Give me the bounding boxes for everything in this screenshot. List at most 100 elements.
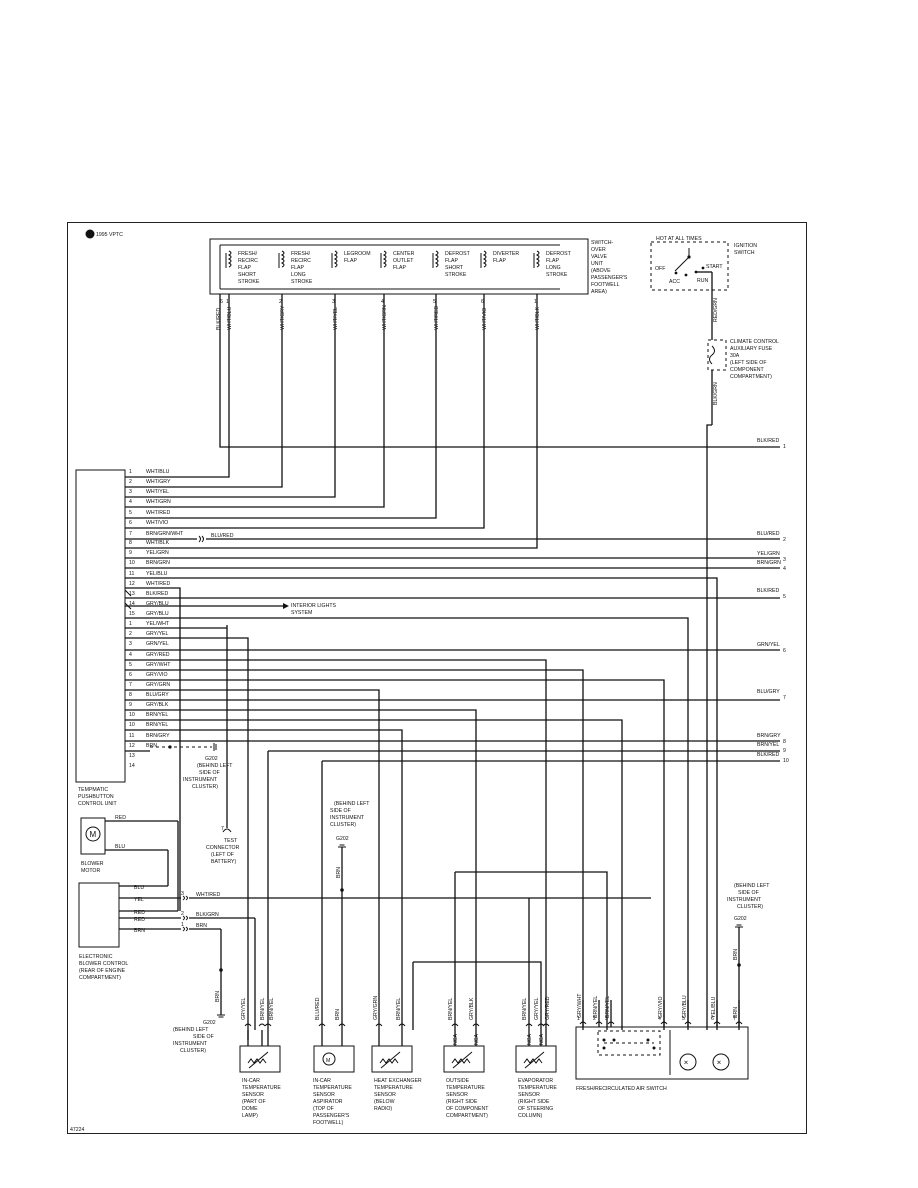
switch-wire-label: BRN/YEL bbox=[605, 996, 611, 1018]
sensor-connector bbox=[451, 1023, 459, 1027]
sensor-pin-nca: NCA bbox=[527, 1034, 533, 1045]
blower-control-label: ELECTRONIC BLOWER CONTROL (REAR OF ENGIN… bbox=[79, 954, 130, 981]
svg-text:✕: ✕ bbox=[684, 1061, 689, 1067]
sensor-label-2: IN-CAR bbox=[313, 1078, 331, 1084]
conn2-wire: GRN/YEL bbox=[146, 641, 169, 647]
right-edge-wire: BLK/RED bbox=[757, 752, 779, 758]
ignition-hot-box bbox=[650, 241, 729, 291]
sensor-pin-nca: NCA bbox=[474, 1034, 480, 1045]
pin-mark bbox=[124, 602, 132, 610]
sensor-wire-label: BRN/YEL bbox=[522, 998, 528, 1020]
conn1-wire: BLK/RED bbox=[146, 591, 168, 597]
blower-assembly: M BLOWER MOTOR RED BLU ELECTRONIC BLOWER… bbox=[78, 815, 651, 1054]
sensor-label-1: SENSOR bbox=[242, 1092, 264, 1098]
fuse-out-run bbox=[706, 424, 712, 1030]
mid-ground-wire: BRN bbox=[336, 867, 342, 878]
flap-coil-icon bbox=[434, 250, 439, 268]
mid-ground-note: (BEHIND LEFT SIDE OF INSTRUMENT CLUSTER) bbox=[330, 801, 371, 828]
flap-label-6: FLAP bbox=[493, 258, 507, 264]
test-connector-pin: 7 bbox=[221, 826, 224, 832]
conn2-wire: GRY/VIO bbox=[146, 672, 168, 678]
right-edge-num: 5 bbox=[783, 594, 786, 600]
flap-wire-5: WHT/RED bbox=[434, 306, 440, 330]
right-edge-wire: BLU/RED bbox=[757, 531, 780, 537]
conn2-pin: 10 bbox=[129, 722, 135, 728]
sensor-wire-label: BLU/RED bbox=[315, 997, 321, 1020]
thermistor-icon bbox=[523, 1058, 543, 1064]
ignition-pos-acc: ACC bbox=[669, 279, 680, 285]
flap-coil-icon bbox=[227, 250, 232, 268]
conn1-pin: 10 bbox=[129, 560, 135, 566]
blower-motor-wire-red: RED bbox=[115, 815, 126, 821]
conn1-pin: 11 bbox=[129, 571, 134, 577]
sensor-label-2: PASSENGER'S bbox=[313, 1113, 350, 1119]
conn1-pin: 7 bbox=[129, 531, 132, 537]
gry-blu-run bbox=[125, 617, 689, 1030]
valve-common-wire-run bbox=[219, 294, 780, 448]
switch-pin: 1 bbox=[577, 1016, 580, 1022]
right-ground: (BEHIND LEFT SIDE OF INSTRUMENT CLUSTER)… bbox=[727, 883, 770, 1030]
ignition-caption: HOT AT ALL TIMES bbox=[656, 236, 702, 242]
conn2-wire: BLU/GRY bbox=[146, 692, 169, 698]
sensor-connector bbox=[525, 1023, 533, 1027]
conn2-wire: YEL/WHT bbox=[146, 621, 170, 627]
flap-coil-icon bbox=[280, 250, 285, 268]
g202-cluster-name: G202 bbox=[205, 756, 218, 762]
conn1-wire: WHT/BLU bbox=[146, 469, 170, 475]
sensor-label-2: (TOP OF bbox=[313, 1106, 334, 1112]
sensor-wire-label: GRY/BLK bbox=[469, 997, 475, 1020]
sensor-connector bbox=[375, 1023, 383, 1027]
wht-red-run bbox=[125, 587, 181, 911]
flap-label-7: DEFROST bbox=[546, 251, 572, 257]
conn1-pin: 9 bbox=[129, 550, 132, 556]
sensor-wire-label: GRY/GRN bbox=[373, 996, 379, 1020]
brn-yel-run-2 bbox=[125, 729, 403, 1030]
blower-motor-label: BLOWER MOTOR bbox=[81, 861, 105, 874]
conn2-pin: 8 bbox=[129, 692, 132, 698]
blu-red-label: BLU/RED bbox=[211, 533, 234, 539]
sensor-label-5: EVAPORATOR bbox=[518, 1078, 553, 1084]
right-edge-wire: YEL/GRN bbox=[757, 551, 780, 557]
switch-pin: 7 bbox=[733, 1016, 736, 1022]
climate-fuse: RED/GRN CLIMATE CONTROL AUXILIARY FUSE 3… bbox=[707, 298, 779, 425]
fresh-recirc-switch: ✕ ✕ FRESH/RECIRCULATED AIR SWITCH GRY/WH… bbox=[575, 993, 749, 1092]
sensor-label-2: TEMPERATURE bbox=[313, 1085, 352, 1091]
conn1-wire: WHT/VIO bbox=[146, 520, 168, 526]
switch-connector bbox=[595, 1021, 603, 1025]
flap-label-5: FLAP bbox=[445, 258, 459, 264]
conn2-pin: 11 bbox=[129, 733, 134, 739]
switch-connector bbox=[660, 1021, 668, 1025]
conn1-wire: WHT/RED bbox=[146, 510, 170, 516]
flap-pin-3: 3 bbox=[332, 299, 335, 305]
figure-number: 47224 bbox=[70, 1127, 85, 1133]
conn2-pin: 2 bbox=[129, 631, 132, 637]
sensor-wire-label: BRN/YEL bbox=[448, 998, 454, 1020]
g202-cluster-ground: G202 (BEHIND LEFT SIDE OF INSTRUMENT CLU… bbox=[150, 743, 233, 790]
sensor-label-4: TEMPERATURE bbox=[446, 1085, 485, 1091]
sensor-wire-label: BRN/YEL bbox=[269, 998, 275, 1020]
blower-control-wire-4: RED bbox=[134, 917, 145, 923]
sensor-connector bbox=[258, 1023, 266, 1027]
sensor-box-5 bbox=[515, 1045, 557, 1073]
flap-label-7: FLAP bbox=[546, 258, 560, 264]
flap-coil-icon bbox=[333, 250, 338, 268]
sensor-label-1: (PART OF bbox=[242, 1099, 266, 1105]
right-edge-num: 1 bbox=[783, 444, 786, 450]
sensor-label-1: DOME bbox=[242, 1106, 258, 1112]
blower-pin-1: 1 bbox=[181, 922, 184, 928]
sensor-label-4: COMPARTMENT) bbox=[446, 1113, 488, 1119]
valve-wire-2 bbox=[125, 294, 283, 488]
conn2-pin: 12 bbox=[129, 743, 135, 749]
gry-grn-run bbox=[125, 689, 380, 1030]
thermistor-arrow bbox=[452, 1051, 473, 1069]
valve-wire-6 bbox=[125, 294, 485, 529]
conn2-wire: GRY/RED bbox=[146, 652, 170, 658]
conn1-pin: 14 bbox=[129, 601, 135, 607]
conn1-wire: WHT/GRN bbox=[146, 499, 171, 505]
thermistor-icon bbox=[247, 1058, 267, 1064]
wires: BLU/RED bbox=[124, 294, 780, 1040]
indicator-lamp-2-icon bbox=[712, 1053, 730, 1071]
sensor-wire-label: BRN bbox=[335, 1009, 341, 1020]
ignition-switch: HOT AT ALL TIMES IGNITION SWITCH OFF ACC… bbox=[650, 236, 757, 340]
